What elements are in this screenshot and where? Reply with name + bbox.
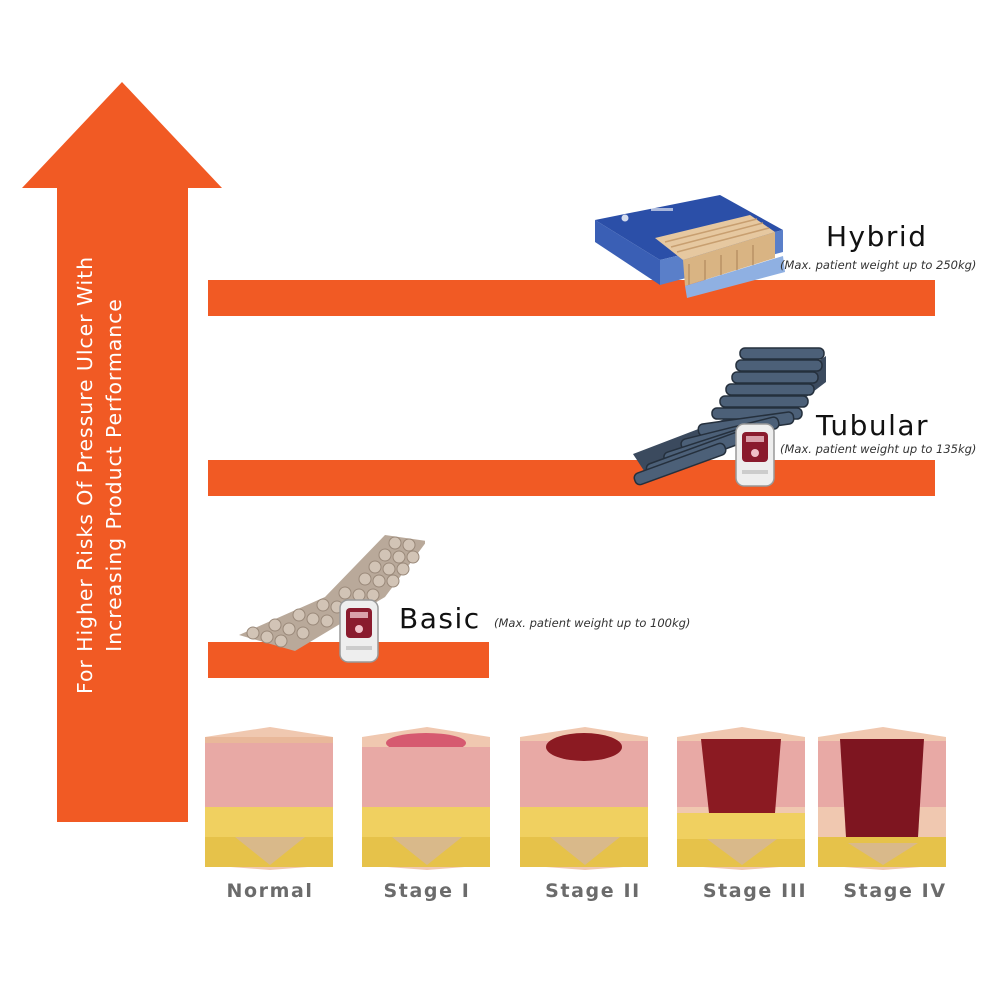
risk-arrow (22, 82, 222, 822)
skin-stage-3-icon (677, 727, 805, 870)
stage-label-stage-2: Stage II (545, 880, 641, 902)
tubular-air-mattress-icon (633, 347, 826, 486)
stage-label-stage-1: Stage I (383, 880, 471, 902)
hybrid-bar (208, 280, 935, 316)
arrow-caption-line-1: For Higher Risks Of Pressure Ulcer With (73, 256, 97, 695)
stage-label-normal: Normal (226, 880, 314, 902)
stage-label-stage-3: Stage III (702, 880, 808, 902)
hybrid-mattress-icon (595, 195, 785, 298)
arrow-caption-line-2: Increasing Product Performance (102, 298, 126, 652)
skin-stage-1-icon (362, 727, 490, 870)
basic-weight-note: (Max. patient weight up to 100kg) (494, 616, 691, 630)
tubular-label: Tubular (816, 409, 930, 442)
skin-normal-icon (205, 727, 333, 870)
basic-label: Basic (399, 602, 481, 635)
tubular-pump-icon (735, 423, 775, 487)
hybrid-label: Hybrid (826, 220, 928, 253)
basic-pump-icon (339, 599, 379, 663)
hybrid-weight-note: (Max. patient weight up to 250kg) (780, 258, 977, 272)
stage-label-stage-4: Stage IV (843, 880, 947, 902)
skin-stage-2-icon (520, 727, 648, 870)
tubular-bar (208, 460, 935, 496)
skin-stage-4-icon (818, 727, 946, 870)
tubular-weight-note: (Max. patient weight up to 135kg) (780, 442, 977, 456)
bubble-pad-mattress-icon (239, 535, 425, 651)
arrow-caption: For Higher Risks Of Pressure Ulcer With … (71, 215, 129, 735)
